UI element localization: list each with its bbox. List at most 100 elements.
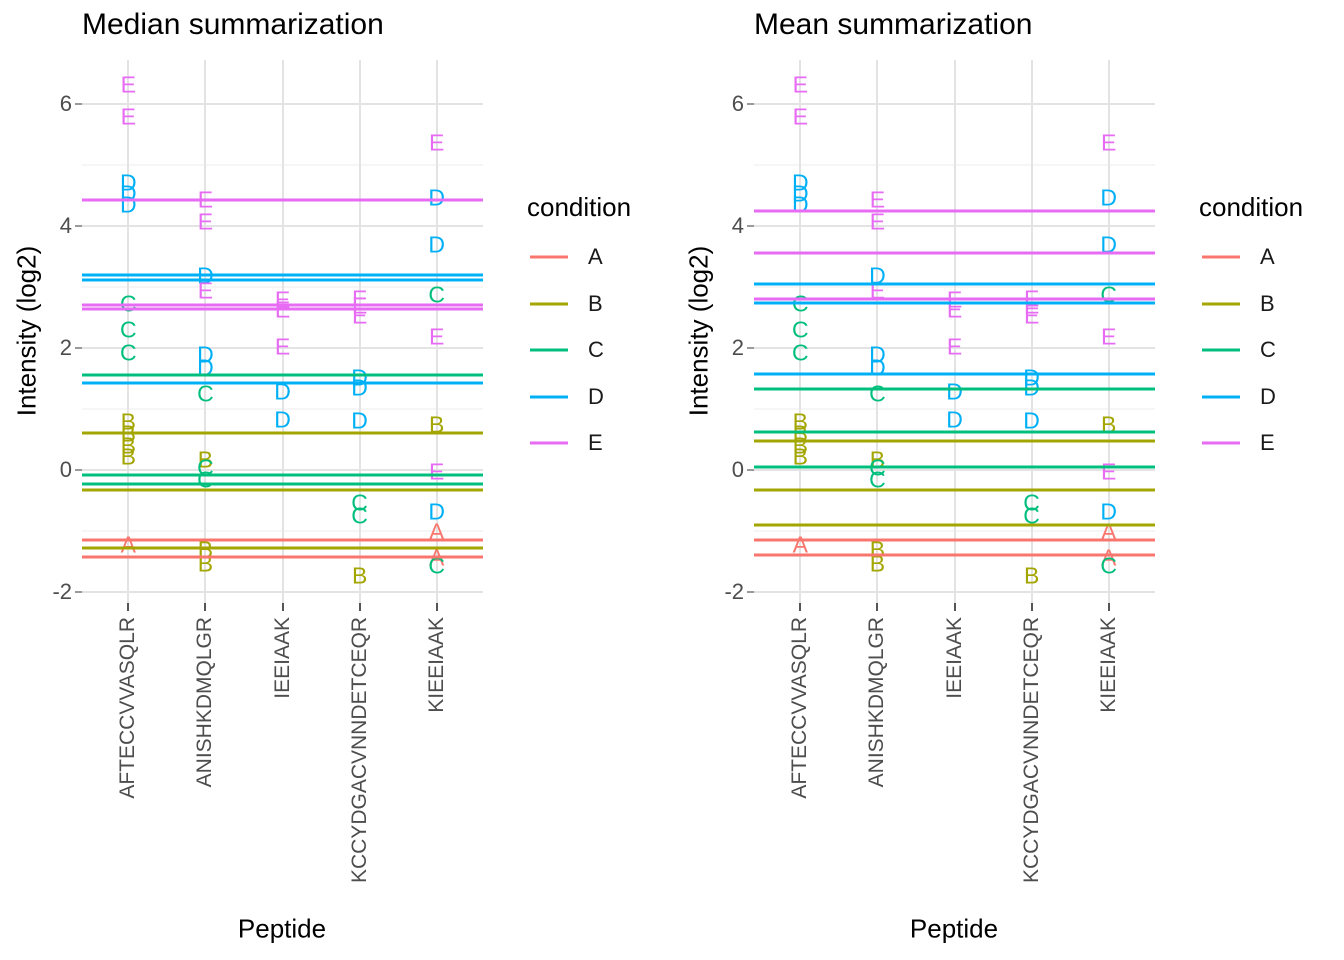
- legend-swatch: [1202, 255, 1240, 259]
- point-letter: B: [120, 443, 136, 470]
- y-tick-label: -2: [724, 579, 744, 605]
- x-tick-mark: [953, 603, 956, 611]
- y-axis-title: Intensity (log2): [11, 245, 42, 417]
- y-tick-label: -2: [52, 579, 72, 605]
- point-letter: E: [792, 71, 808, 98]
- point-letter: C: [428, 281, 446, 308]
- legend-swatch: [530, 395, 568, 399]
- point-letter: C: [119, 339, 137, 366]
- point-letter: A: [120, 531, 136, 558]
- y-tick-label: 4: [731, 212, 744, 238]
- point-letter: D: [1100, 498, 1118, 525]
- condition-sample-line: [754, 553, 1155, 557]
- point-letter: D: [869, 341, 886, 368]
- point-letter: D: [428, 231, 446, 258]
- condition-sample-line: [754, 465, 1155, 469]
- y-tick-label: 6: [731, 90, 744, 116]
- point-letter: B: [120, 432, 136, 459]
- point-letter: B: [792, 443, 808, 470]
- point-letter: E: [1023, 302, 1040, 329]
- x-tick-label: IEEIAAK: [270, 617, 294, 699]
- y-tick-mark: [747, 102, 754, 105]
- y-tick-mark: [747, 468, 754, 471]
- legend-label: A: [1260, 244, 1275, 269]
- point-letter: E: [429, 129, 445, 156]
- point-letter: D: [274, 406, 291, 433]
- category-gridline: [876, 60, 879, 603]
- condition-sample-line: [82, 303, 483, 307]
- point-letter: C: [791, 316, 809, 343]
- point-letter: B: [429, 411, 445, 438]
- point-letter: D: [1023, 407, 1040, 434]
- condition-sample-line: [82, 373, 483, 377]
- legend-label: E: [1260, 430, 1275, 455]
- legend-label: C: [588, 337, 604, 362]
- legend-swatch: [1202, 395, 1240, 399]
- condition-sample-line: [82, 278, 483, 282]
- legend-title: condition: [527, 192, 632, 222]
- y-tick-mark: [75, 224, 82, 227]
- category-gridline: [953, 60, 956, 603]
- point-letter: E: [1101, 458, 1117, 485]
- plot-panel: EEDDDCCCBBBBAEEDEDDCBCCBBEEEDDEEEDDDCCBE…: [82, 60, 483, 603]
- y-tick-label: 4: [59, 212, 72, 238]
- point-letter: C: [197, 380, 214, 407]
- point-letter: E: [197, 208, 214, 235]
- category-gridline: [204, 60, 207, 603]
- point-letter: B: [869, 550, 886, 577]
- point-letter: D: [428, 186, 445, 209]
- point-letter: E: [1101, 323, 1117, 350]
- point-letter: A: [1101, 544, 1117, 571]
- point-letter: D: [946, 406, 963, 433]
- legend-label: A: [588, 244, 603, 269]
- condition-sample-line: [82, 555, 483, 559]
- y-tick-mark: [747, 346, 754, 349]
- condition-sample-line: [754, 209, 1155, 213]
- y-axis-title: Intensity (log2): [683, 245, 714, 417]
- point-letter: B: [1023, 562, 1040, 589]
- condition-sample-line: [82, 198, 483, 202]
- condition-sample-line: [82, 381, 483, 385]
- legend-swatch: [530, 255, 568, 259]
- legend-label: D: [1260, 384, 1276, 409]
- point-letter: C: [351, 489, 368, 516]
- point-letter: D: [428, 498, 446, 525]
- legend-swatch: [1202, 348, 1240, 352]
- y-tick-mark: [75, 591, 82, 594]
- point-letter: E: [120, 103, 136, 130]
- x-tick-label: KIEEIAAK: [1096, 617, 1120, 713]
- plot-panel: EEDDDCCCBBBBAEEDEDDCBCCBBEEEDDEEEDDDCCBE…: [754, 60, 1155, 603]
- point-letter: D: [119, 191, 137, 218]
- legend-label: B: [1260, 291, 1275, 316]
- y-tick-mark: [75, 102, 82, 105]
- point-letter: D: [119, 169, 137, 196]
- point-letter: D: [869, 262, 886, 289]
- point-letter: D: [197, 341, 214, 368]
- x-tick-label: KIEEIAAK: [424, 617, 448, 713]
- point-letter: C: [1023, 502, 1040, 529]
- point-letter: B: [197, 446, 214, 473]
- x-tick-label: ANISHKDMQLGR: [193, 617, 217, 788]
- point-letter: D: [1100, 231, 1118, 258]
- legend-swatch: [530, 302, 568, 306]
- category-gridline: [358, 60, 361, 603]
- x-tick-label: KCCYDGACVNNDETCEQR: [347, 617, 371, 884]
- point-letter: A: [429, 518, 445, 545]
- legend-label: D: [588, 384, 604, 409]
- point-letter: E: [274, 333, 291, 360]
- legend-label: B: [588, 291, 603, 316]
- point-letter: E: [946, 333, 963, 360]
- x-tick-mark: [799, 603, 802, 611]
- legend-title: condition: [1199, 192, 1304, 222]
- condition-sample-line: [82, 273, 483, 277]
- x-tick-mark: [358, 603, 361, 611]
- condition-sample-line: [754, 523, 1155, 527]
- y-tick-mark: [747, 224, 754, 227]
- x-tick-mark: [281, 603, 284, 611]
- x-tick-mark: [1107, 603, 1110, 611]
- point-letter: B: [1101, 411, 1117, 438]
- point-letter: D: [791, 169, 809, 196]
